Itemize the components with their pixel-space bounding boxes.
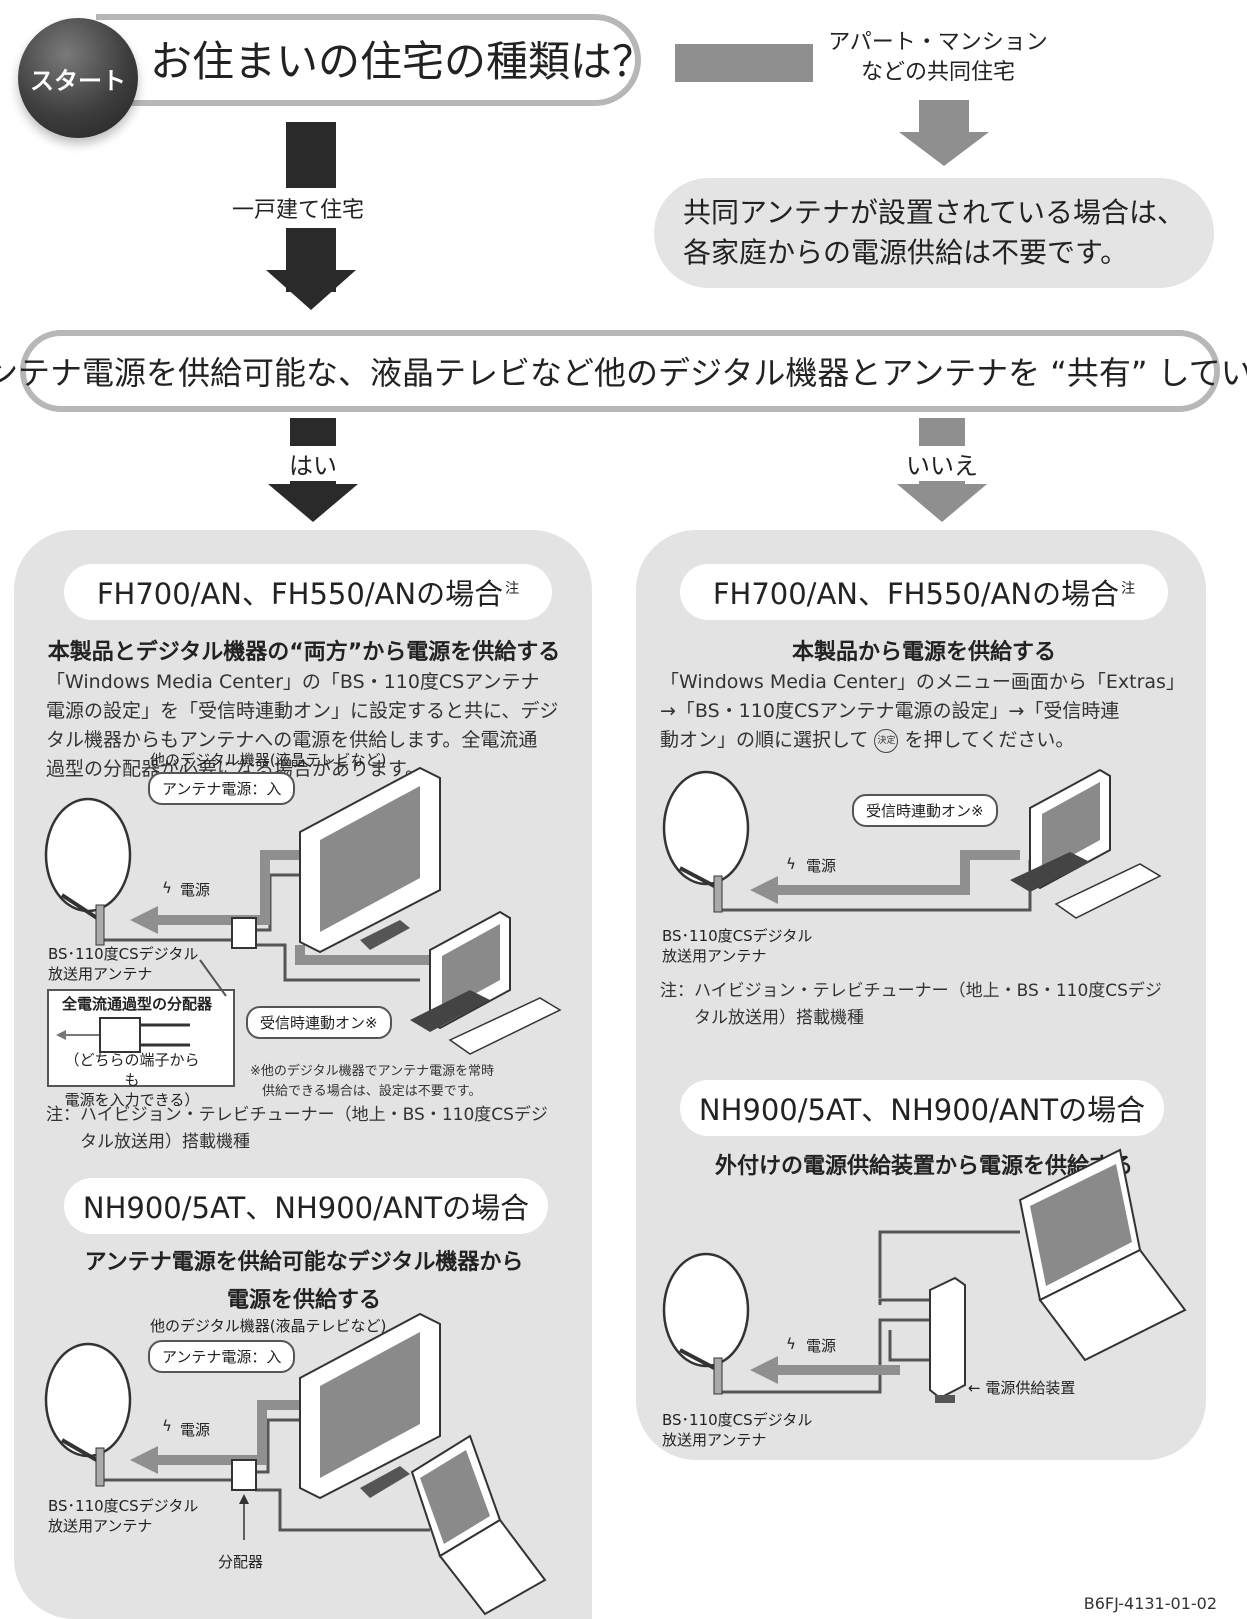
left-d1-power-label: 電源 <box>180 881 211 899</box>
right-d2-antenna-line2: 放送用アンテナ <box>662 1431 767 1449</box>
right-title-fh-note-mark: 注 <box>1121 581 1136 597</box>
shared-note-line1: 共同アンテナが設置されている場合は、 <box>682 196 1186 229</box>
right-d1-antenna-line2: 放送用アンテナ <box>662 947 767 965</box>
left-subhead-both: 本製品とデジタル機器の“両方”から電源を供給する <box>47 640 561 665</box>
left-body-line1: 「Windows Media Center」の「BS・110度CSアンテナ <box>46 671 540 693</box>
left-d2-splitter-label: 分配器 <box>218 1553 264 1571</box>
left-d1-lightning-icon: ϟ <box>162 879 172 897</box>
right-note1: 注：ハイビジョン・テレビチューナー（地上・BS・110度CSデジ タル放送用）搭… <box>660 978 1200 1032</box>
right-note1-line1: 注：ハイビジョン・テレビチューナー（地上・BS・110度CSデジ <box>660 981 1162 1001</box>
left-d1-callout-sync: 受信時連動オン※ <box>246 1006 392 1039</box>
right-body-line1: 「Windows Media Center」のメニュー画面から「Extras」 <box>660 671 1185 693</box>
left-note1-line1: 注：ハイビジョン・テレビチューナー（地上・BS・110度CSデジ <box>46 1105 548 1125</box>
document-code: B6FJ-4131-01-02 <box>1083 1594 1217 1613</box>
start-badge: スタート <box>18 18 138 138</box>
right-title-nh: NH900/5AT、NH900/ANTの場合 <box>680 1080 1164 1136</box>
right-d2-supply-label: ← 電源供給装置 <box>968 1379 1076 1397</box>
right-title-fh-text: FH700/AN、FH550/ANの場合 <box>712 577 1120 611</box>
right-d2-antenna-line1: BS･110度CSデジタル <box>662 1411 813 1429</box>
sharing-question-text: アンテナ電源を供給可能な、液晶テレビなど他のデジタル機器とアンテナを “共有” … <box>0 354 1247 392</box>
right-title-fh: FH700/AN、FH550/ANの場合注 <box>680 564 1168 620</box>
sharing-question-pill: アンテナ電源を供給可能な、液晶テレビなど他のデジタル機器とアンテナを “共有” … <box>0 330 1247 412</box>
left-d2-antenna-label: BS･110度CSデジタル 放送用アンテナ <box>48 1496 198 1536</box>
left-d2-antenna-line1: BS･110度CSデジタル <box>48 1497 199 1515</box>
left-d1-device-label: 他のデジタル機器(液晶テレビなど) <box>150 751 387 769</box>
shared-antenna-note: 共同アンテナが設置されている場合は、 各家庭からの電源供給は不要です。 <box>654 178 1214 288</box>
left-d2-device-label: 他のデジタル機器(液晶テレビなど) <box>150 1317 387 1335</box>
left-body-fh: 「Windows Media Center」の「BS・110度CSアンテナ 電源… <box>46 668 586 784</box>
left-subhead2: アンテナ電源を供給可能なデジタル機器から 電源を供給する <box>30 1244 578 1314</box>
left-subhead2-line1: アンテナ電源を供給可能なデジタル機器から <box>84 1250 524 1275</box>
left-d1-splitter-note2: 電源を入力できる） <box>64 1091 200 1109</box>
left-d1-splitter-note: （どちらの端子からも 電源を入力できる） <box>62 1050 202 1110</box>
question-pill <box>96 14 641 106</box>
left-note1-line2: タル放送用）搭載機種 <box>80 1132 250 1152</box>
enter-key-icon: 決定 <box>874 728 899 753</box>
right-body-line3a: 動オン」の順に選択して <box>660 729 869 751</box>
no-label: いいえ <box>892 446 992 481</box>
right-d1-antenna-label: BS･110度CSデジタル 放送用アンテナ <box>662 926 812 966</box>
left-d1-asterisk-line2: 供給できる場合は、設定は不要です。 <box>262 1084 482 1099</box>
left-d1-antenna-label: BS･110度CSデジタル 放送用アンテナ <box>48 944 198 984</box>
detached-arrow-head <box>266 270 356 310</box>
shared-note-line2: 各家庭からの電源供給は不要です。 <box>682 236 1129 269</box>
right-d1-power-label: 電源 <box>806 857 837 875</box>
right-body-line2: →「BS・110度CSアンテナ電源の設定」→「受信時連 <box>660 700 1120 722</box>
right-d1-antenna-line1: BS･110度CSデジタル <box>662 927 813 945</box>
apartment-label-line1: アパート・マンション <box>828 30 1048 55</box>
right-d2-antenna-label: BS･110度CSデジタル 放送用アンテナ <box>662 1410 812 1450</box>
left-d2-power-label: 電源 <box>180 1421 211 1439</box>
detached-house-label: 一戸建て住宅 <box>218 188 378 228</box>
left-d2-callout-power: アンテナ電源：入 <box>148 1340 296 1373</box>
left-d1-splitter-title: 全電流通過型の分配器 <box>62 995 213 1013</box>
left-d1-callout-power: アンテナ電源：入 <box>148 772 296 805</box>
left-title-fh-note-mark: 注 <box>505 581 520 597</box>
left-d1-asterisk-note: ※他のデジタル機器でアンテナ電源を常時 供給できる場合は、設定は不要です。 <box>250 1062 494 1102</box>
left-d1-antenna-line2: 放送用アンテナ <box>48 965 153 983</box>
apartment-label: アパート・マンション などの共同住宅 <box>818 28 1058 88</box>
left-title-fh-text: FH700/AN、FH550/ANの場合 <box>96 577 504 611</box>
no-arrow-head <box>897 484 987 522</box>
right-note1-line2: タル放送用）搭載機種 <box>694 1008 864 1028</box>
apartment-branch-bar <box>675 44 813 82</box>
right-subhead2: 外付けの電源供給装置から電源を供給する <box>714 1154 1133 1179</box>
right-subhead1: 本製品から電源を供給する <box>791 640 1056 665</box>
yes-arrow-head <box>268 484 358 522</box>
apartment-arrow-head <box>899 132 989 166</box>
left-d2-lightning-icon: ϟ <box>162 1417 172 1435</box>
left-d1-splitter-note1: （どちらの端子からも <box>64 1051 200 1089</box>
left-d1-asterisk-line1: ※他のデジタル機器でアンテナ電源を常時 <box>250 1064 495 1079</box>
right-d1-lightning-icon: ϟ <box>786 855 796 873</box>
left-note1: 注：ハイビジョン・テレビチューナー（地上・BS・110度CSデジ タル放送用）搭… <box>46 1102 586 1156</box>
left-subhead2-line2: 電源を供給する <box>226 1288 381 1313</box>
right-body-line3b: を押してください。 <box>904 729 1075 751</box>
left-title-fh: FH700/AN、FH550/ANの場合注 <box>64 564 552 620</box>
right-body-fh: 「Windows Media Center」のメニュー画面から「Extras」 … <box>660 668 1200 755</box>
left-body-line3: タル機器からもアンテナへの電源を供給します。全電流通 <box>46 729 538 751</box>
left-d2-antenna-line2: 放送用アンテナ <box>48 1517 153 1535</box>
yes-label: はい <box>263 446 363 481</box>
right-d2-lightning-icon: ϟ <box>786 1335 796 1353</box>
right-d2-power-label: 電源 <box>806 1337 837 1355</box>
left-body-line2: 電源の設定」を「受信時連動オン」に設定すると共に、デジ <box>46 700 559 722</box>
question-title: お住まいの住宅の種類は？ <box>150 37 655 86</box>
left-title-nh: NH900/5AT、NH900/ANTの場合 <box>64 1178 548 1234</box>
right-body-line3: 動オン」の順に選択して 決定 を押してください。 <box>660 726 1200 755</box>
apartment-label-line2: などの共同住宅 <box>860 60 1015 85</box>
left-d1-antenna-line1: BS･110度CSデジタル <box>48 945 199 963</box>
right-d1-callout-sync: 受信時連動オン※ <box>852 794 998 827</box>
